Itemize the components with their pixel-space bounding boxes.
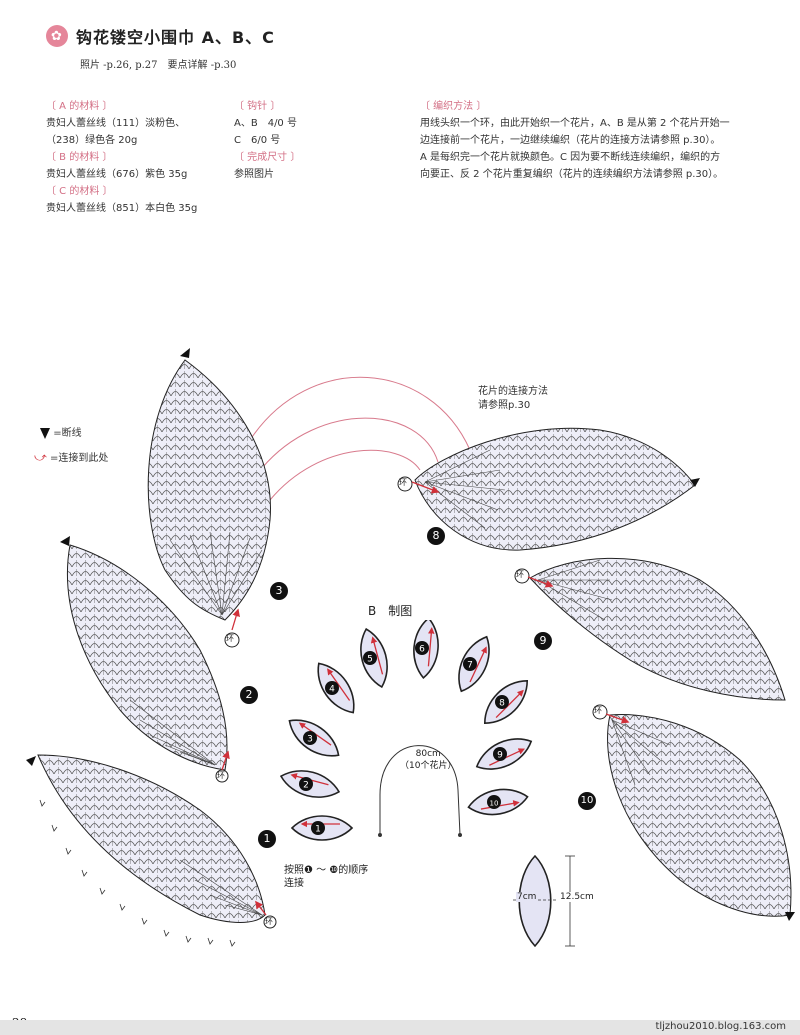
petal-label-4: 4 bbox=[329, 685, 335, 695]
motif-9 bbox=[514, 557, 786, 701]
petal-badge-4 bbox=[325, 681, 339, 695]
diagram-b-title: B 制图 bbox=[368, 604, 413, 618]
petal-label-8: 8 bbox=[499, 699, 505, 709]
ring-label-2: 环 bbox=[217, 771, 225, 780]
petal-badge-2 bbox=[299, 777, 313, 791]
motif-number-10: 10 bbox=[578, 792, 596, 810]
petal-label-9: 9 bbox=[497, 751, 503, 761]
petal-width: 7cm bbox=[516, 892, 538, 902]
cut-marker-icon bbox=[40, 427, 50, 439]
materials-b-text: 贵妇人蕾丝线（676）紫色 35g bbox=[46, 169, 188, 180]
method-line1: 用线头织一个环，由此开始织一个花片，A、B 是从第 2 个花片开始一 bbox=[420, 118, 730, 129]
crochet-chart bbox=[26, 348, 795, 947]
method-header: 〔 编织方法 〕 bbox=[420, 101, 487, 112]
footer-bar: tljzhou2010.blog.163.com bbox=[0, 1020, 800, 1035]
legend-connect-text: =连接到此处 bbox=[50, 453, 109, 464]
neck-arc bbox=[379, 745, 461, 836]
motif-10 bbox=[592, 704, 795, 921]
ring-label-3: 环 bbox=[226, 634, 234, 643]
flower-icon: ✿ bbox=[46, 25, 68, 47]
legend-connect: ⤻ =连接到此处 bbox=[34, 449, 108, 465]
ring-label-1: 环 bbox=[265, 917, 273, 926]
diagram-b-order-line1: 按照❶ ～ ❿的顺序 bbox=[284, 865, 369, 876]
petal-arrow-8 bbox=[495, 689, 524, 719]
title-text: 钩花镂空小围巾 A、B、C bbox=[76, 28, 275, 47]
ring-label-9: 环 bbox=[516, 570, 524, 579]
petal-height: 12.5cm bbox=[560, 892, 594, 902]
method-line2: 边连接前一个花片，一边继续编织（花片的连接方法请参照 p.30）。 bbox=[420, 135, 721, 146]
diagram-b-order: 按照❶ ～ ❿的顺序 连接 bbox=[284, 864, 368, 890]
connect-note: 花片的连接方法 请参照p.30 bbox=[478, 385, 548, 413]
petal-label-5: 5 bbox=[367, 655, 373, 665]
connect-arrow-icon: ⤻ bbox=[34, 450, 47, 464]
ring-label-8: 环 bbox=[399, 478, 407, 487]
connect-curve-1 bbox=[249, 376, 471, 451]
connect-curve-3 bbox=[269, 449, 421, 501]
method-section: 〔 编织方法 〕 用线头织一个环，由此开始织一个花片，A、B 是从第 2 个花片… bbox=[420, 98, 730, 183]
connect-note-line1: 花片的连接方法 bbox=[478, 386, 548, 397]
petal-size-diagram bbox=[513, 854, 575, 948]
motif-number-8: 8 bbox=[427, 527, 445, 545]
motif-number-9: 9 bbox=[534, 632, 552, 650]
hook-line2: C 6/0 号 bbox=[234, 135, 281, 146]
legend-cut: =断线 bbox=[40, 424, 82, 439]
petal-badge-10 bbox=[487, 795, 501, 809]
petal-label-1: 1 bbox=[315, 825, 321, 835]
petal-arrow-6 bbox=[427, 627, 435, 667]
motif-number-2: 2 bbox=[240, 686, 258, 704]
motif-2 bbox=[60, 536, 229, 783]
red-arrows bbox=[221, 481, 630, 916]
ring-label-10: 环 bbox=[594, 706, 602, 715]
size-text: 参照图片 bbox=[234, 169, 274, 180]
petal-label-7: 7 bbox=[467, 661, 473, 671]
petal-badge-5 bbox=[363, 651, 377, 665]
size-header: 〔 完成尺寸 〕 bbox=[234, 152, 301, 163]
petal-label-6: 6 bbox=[419, 645, 425, 655]
petal-arrow-4 bbox=[327, 668, 351, 701]
petal-label-3: 3 bbox=[307, 735, 313, 745]
petal-badge-8 bbox=[495, 695, 509, 709]
motif-number-1: 1 bbox=[258, 830, 276, 848]
legend-cut-text: =断线 bbox=[53, 428, 82, 439]
method-line3: A 是每织完一个花片就换颜色。C 因为要不断线连续编织，编织的方 bbox=[420, 152, 721, 163]
hook-section: 〔 钩针 〕 A、B 4/0 号 C 6/0 号 〔 完成尺寸 〕 参照图片 bbox=[234, 98, 300, 183]
diagram-b-count: （10个花片） bbox=[400, 761, 457, 771]
materials-a-header: 〔 A 的材料 〕 bbox=[46, 101, 113, 112]
petal-label-2: 2 bbox=[303, 781, 309, 791]
materials-b-header: 〔 B 的材料 〕 bbox=[46, 152, 113, 163]
materials-a-text2: （238）绿色各 20g bbox=[46, 135, 138, 146]
diagram-b-length: 80cm bbox=[415, 749, 441, 759]
petal-arrow-9 bbox=[489, 748, 525, 766]
petal-arrow-7 bbox=[469, 646, 487, 683]
connect-note-line2: 请参照p.30 bbox=[478, 400, 531, 411]
materials-c-text: 贵妇人蕾丝线（851）本白色 35g bbox=[46, 203, 198, 214]
method-line4: 向要正、反 2 个花片重复编织（花片的连续编织方法请参照 p.30）。 bbox=[420, 169, 724, 180]
page-title: ✿ 钩花镂空小围巾 A、B、C bbox=[46, 24, 275, 48]
motif-3 bbox=[147, 348, 271, 648]
petal-label-10: 10 bbox=[490, 800, 499, 808]
petal-badge-1 bbox=[311, 821, 325, 835]
connect-curve-2 bbox=[261, 417, 439, 469]
diagram-b-petals: 1 2 3 4 5 6 7 8 9 10 bbox=[280, 620, 533, 841]
motif-1 bbox=[26, 754, 277, 947]
materials-section: 〔 A 的材料 〕 贵妇人蕾丝线（111）淡粉色、 （238）绿色各 20g 〔… bbox=[46, 98, 197, 217]
petal-badge-9 bbox=[493, 747, 507, 761]
materials-a-text1: 贵妇人蕾丝线（111）淡粉色、 bbox=[46, 118, 186, 129]
watermark: tljzhou2010.blog.163.com bbox=[655, 1021, 786, 1032]
motif-number-3: 3 bbox=[270, 582, 288, 600]
petal-badge-7 bbox=[463, 657, 477, 671]
petal-badge-3 bbox=[303, 731, 317, 745]
diagram-b-order-line2: 连接 bbox=[284, 878, 304, 889]
hook-line1: A、B 4/0 号 bbox=[234, 118, 297, 129]
subtitle: 照片 -p.26, p.27 要点详解 -p.30 bbox=[80, 60, 237, 71]
hook-header: 〔 钩针 〕 bbox=[234, 101, 281, 112]
materials-c-header: 〔 C 的材料 〕 bbox=[46, 186, 113, 197]
diagram-b-size: 80cm （10个花片） bbox=[400, 748, 456, 772]
petal-badge-6 bbox=[415, 641, 429, 655]
petal-arrow-5 bbox=[370, 636, 384, 675]
